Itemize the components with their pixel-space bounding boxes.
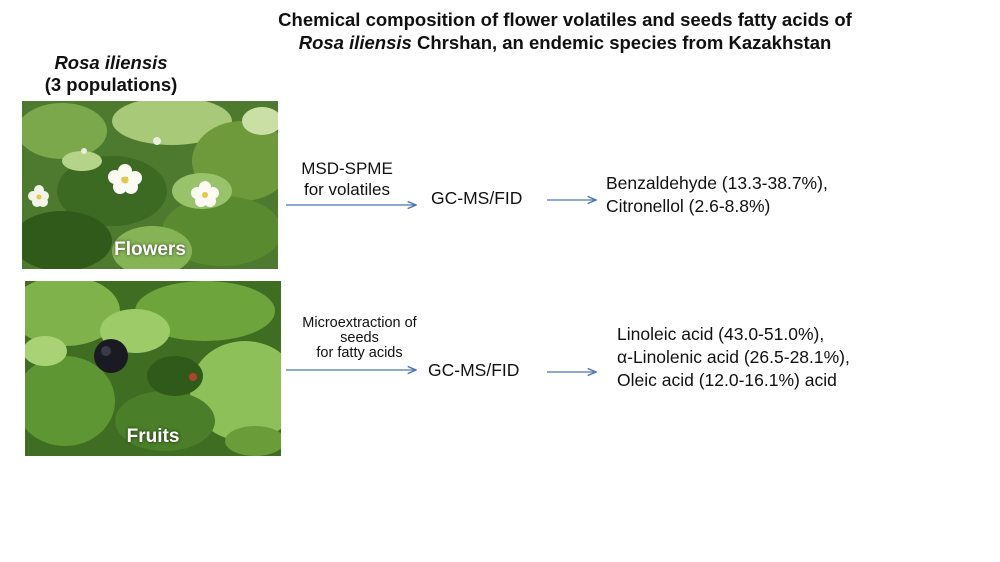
method-volatiles: MSD-SPME for volatiles (282, 158, 412, 200)
title-line-2-rest: Chrshan, an endemic species from Kazakhs… (411, 32, 832, 53)
method-line: for volatiles (304, 180, 390, 199)
result-item: α-Linolenic acid (26.5-28.1%), (617, 347, 850, 367)
diagram-title: Chemical composition of flower volatiles… (180, 8, 950, 54)
title-line-2: Rosa iliensis Chrshan, an endemic specie… (180, 31, 950, 54)
result-item: Benzaldehyde (13.3-38.7%), (606, 173, 828, 193)
instrument-fatty-acids: GC-MS/FID (428, 360, 520, 380)
results-volatiles: Benzaldehyde (13.3-38.7%), Citronellol (… (606, 172, 828, 218)
result-item: Oleic acid (12.0-16.1%) acid (617, 370, 837, 390)
method-line: Microextraction of (302, 315, 417, 331)
fruits-photo-image (25, 281, 281, 456)
fruits-photo-label: Fruits (126, 426, 180, 447)
species-populations: (3 populations) (44, 74, 178, 95)
flowers-photo-image (22, 101, 278, 269)
result-item: Linoleic acid (43.0-51.0%), (617, 324, 825, 344)
result-item: Citronellol (2.6-8.8%) (606, 196, 771, 216)
method-line: seeds (340, 330, 379, 346)
method-fatty-acids: Microextraction of seeds for fatty acids (282, 316, 437, 361)
results-fatty-acids: Linoleic acid (43.0-51.0%), α-Linolenic … (617, 323, 850, 392)
flowers-photo-label: Flowers (114, 239, 186, 260)
title-species-name: Rosa iliensis (298, 32, 412, 53)
species-name: Rosa iliensis (54, 52, 168, 73)
rose-flower-2 (191, 181, 219, 207)
instrument-volatiles: GC-MS/FID (431, 188, 523, 208)
method-line: MSD-SPME (301, 159, 393, 178)
fruits-photo: Fruits (25, 281, 281, 456)
rose-flower-1 (108, 164, 142, 194)
method-line: for fatty acids (316, 345, 403, 361)
title-line-1: Chemical composition of flower volatiles… (278, 9, 852, 30)
flowers-photo: Flowers (22, 101, 278, 269)
species-label: Rosa iliensis (3 populations) (20, 52, 202, 96)
rose-flower-3 (28, 185, 49, 207)
